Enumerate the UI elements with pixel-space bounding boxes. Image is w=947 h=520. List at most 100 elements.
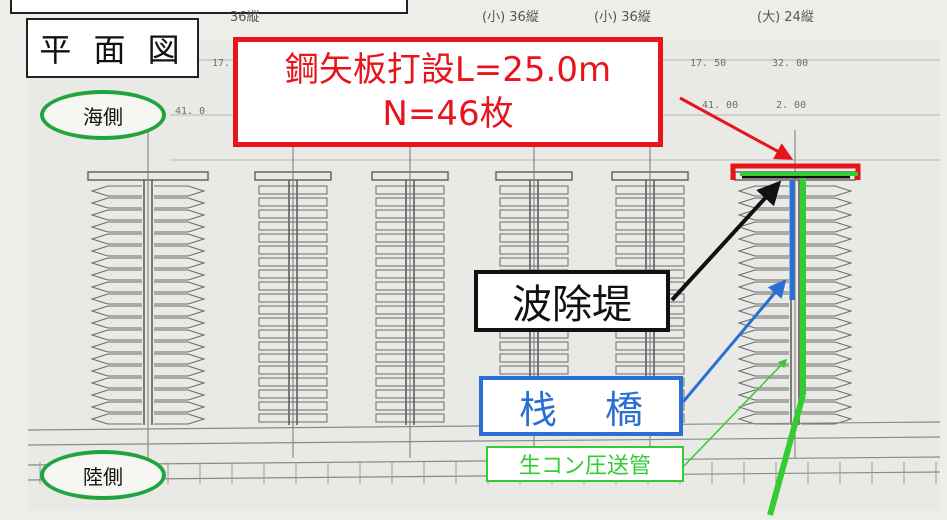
pier-rung — [258, 377, 328, 387]
pier-fin — [154, 353, 206, 365]
pier-rung — [615, 245, 685, 255]
pier-fin — [801, 257, 853, 269]
pier-rung — [499, 245, 569, 255]
pier-rung — [375, 341, 445, 351]
dimension-41-0: 41. 0 — [175, 106, 206, 117]
pipe-lower-line — [767, 394, 806, 516]
pier-rung — [499, 197, 569, 207]
pier-fin — [90, 341, 142, 353]
pier-fin — [737, 257, 789, 269]
pier-fin — [737, 305, 789, 317]
dimension-17-50: 17. 50 — [690, 58, 727, 69]
pier-fin — [154, 377, 206, 389]
pier-fin — [154, 209, 206, 221]
pier-fin — [90, 401, 142, 413]
pier-rung — [615, 221, 685, 231]
pier-rung — [258, 209, 328, 219]
pier-fin — [801, 209, 853, 221]
pier-rung — [499, 257, 569, 267]
pier-fin — [90, 185, 142, 197]
pier-rung — [258, 221, 328, 231]
pier-fin — [90, 413, 142, 425]
pier-rung — [258, 365, 328, 375]
pier-rung — [499, 365, 569, 375]
pier-rung — [375, 365, 445, 375]
pier-fin — [154, 293, 206, 305]
pier-rung — [258, 329, 328, 339]
pier-rung — [258, 413, 328, 423]
pier-fin — [90, 293, 142, 305]
pier-fin — [801, 377, 853, 389]
pier-fin — [801, 269, 853, 281]
pier-fin — [90, 245, 142, 257]
pier-fin — [801, 197, 853, 209]
pier-fin — [737, 233, 789, 245]
pier-rung — [375, 389, 445, 399]
pier-fin — [801, 329, 853, 341]
pier-rung — [375, 317, 445, 327]
pier-fin — [801, 281, 853, 293]
pier-fin — [90, 329, 142, 341]
pier-rung — [375, 329, 445, 339]
pier-fin — [154, 401, 206, 413]
pier-rung — [499, 233, 569, 243]
pier-fin — [737, 281, 789, 293]
pier-rung — [375, 269, 445, 279]
pier-fin — [737, 365, 789, 377]
pier-rung — [375, 185, 445, 195]
pier-fin — [801, 221, 853, 233]
pier-rung — [258, 233, 328, 243]
pier-rung — [615, 353, 685, 363]
pier-fin — [801, 413, 853, 425]
sheet-pile-count: N=46枚 — [382, 94, 514, 134]
pier-fin — [801, 185, 853, 197]
pier-rung — [258, 293, 328, 303]
pier-rung — [375, 305, 445, 315]
pier-label: 栈 橋 — [479, 376, 683, 436]
annotation-small-36-b: (小) 36縦 — [594, 10, 651, 25]
pier-fin — [801, 233, 853, 245]
pier-fin — [801, 353, 853, 365]
pier-rung — [615, 365, 685, 375]
pier-fin — [90, 353, 142, 365]
pier-rung — [615, 257, 685, 267]
pier-fin — [737, 209, 789, 221]
pier-fin — [90, 233, 142, 245]
pier-fin — [90, 305, 142, 317]
pier-rung — [499, 185, 569, 195]
pier-rung — [615, 209, 685, 219]
pier-group — [254, 130, 332, 458]
pier-fin — [737, 389, 789, 401]
pier-rung — [375, 401, 445, 411]
pier-rung — [258, 257, 328, 267]
sheet-pile-callout: 鋼矢板打設L=25.0m N=46枚 — [233, 37, 663, 147]
rail-line — [27, 471, 941, 481]
breakwater-arrow — [670, 180, 782, 302]
pipe-arrow — [683, 358, 788, 467]
pier-fin — [737, 377, 789, 389]
pier-fin — [801, 365, 853, 377]
pier-fin — [801, 245, 853, 257]
pier-rung — [258, 245, 328, 255]
pier-rung — [375, 377, 445, 387]
top-header-box — [10, 0, 408, 14]
pier-fin — [154, 317, 206, 329]
pier-fin — [737, 245, 789, 257]
pier-rung — [258, 341, 328, 351]
pier-rung — [375, 413, 445, 423]
pier-fin — [90, 209, 142, 221]
pier-rung — [499, 209, 569, 219]
pier-rung — [258, 389, 328, 399]
pier-rung — [375, 209, 445, 219]
pier-group — [87, 130, 209, 458]
land-side-label: 陸側 — [40, 450, 166, 500]
pier-fin — [154, 269, 206, 281]
pier-rung — [375, 257, 445, 267]
annotation-36: 36縦 — [230, 10, 260, 25]
sheet-pile-spec: 鋼矢板打設L=25.0m — [284, 50, 612, 90]
pier-fin — [154, 281, 206, 293]
pier-rung — [375, 281, 445, 291]
pier-fin — [90, 197, 142, 209]
pier-fin — [154, 365, 206, 377]
